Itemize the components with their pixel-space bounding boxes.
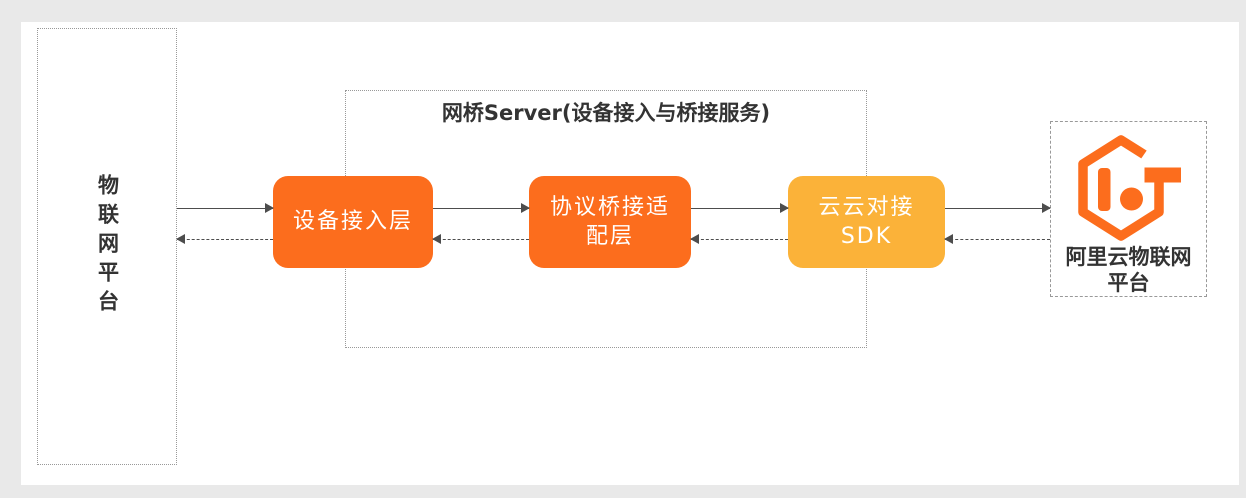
- iot-platform-label: 物联网平台: [95, 174, 120, 319]
- node-protocol-bridge-adapter-layer: 协议桥接适 配层: [529, 176, 691, 268]
- arrow-sdk-to-adapter-dashed: [690, 234, 788, 245]
- arrow-sdk-to-aliyun-solid: [945, 203, 1051, 214]
- logo-dot: [1119, 187, 1143, 211]
- aliyun-platform-label-line2: 平台: [1107, 271, 1150, 296]
- arrow-device-access-to-adapter-solid: [433, 203, 530, 214]
- node-cloud-cloud-sdk: 云云对接 SDK: [788, 176, 945, 268]
- arrow-device-access-to-iot-dashed: [176, 234, 273, 245]
- aliyun-iot-platform-panel: 阿里云物联网 平台: [1050, 121, 1207, 297]
- logo-t-bar: [1144, 167, 1181, 183]
- aliyun-platform-label-line1: 阿里云物联网: [1065, 245, 1192, 269]
- node-device-access-layer: 设备接入层: [273, 176, 433, 268]
- arrow-aliyun-to-sdk-dashed: [944, 234, 1050, 245]
- aliyun-platform-label: 阿里云物联网 平台: [1066, 244, 1192, 296]
- node-cloud-sdk-label-line2: SDK: [840, 224, 893, 249]
- iot-platform-panel: 物联网平台: [37, 28, 177, 465]
- node-device-access-layer-label: 设备接入层: [292, 209, 413, 235]
- arrow-adapter-to-device-access-dashed: [432, 234, 529, 245]
- bridge-server-title: 网桥Server(设备接入与桥接服务): [441, 101, 771, 125]
- arrow-iot-to-device-access-solid: [177, 203, 274, 214]
- node-protocol-adapter-label-line1: 协议桥接适: [549, 194, 670, 220]
- node-protocol-adapter-label-line2: 配层: [585, 224, 634, 249]
- arrow-adapter-to-sdk-solid: [691, 203, 789, 214]
- logo-i-bar: [1097, 168, 1110, 211]
- node-cloud-sdk-label-line1: 云云对接: [818, 194, 915, 220]
- aliyun-iot-logo-icon: [1077, 135, 1181, 241]
- logo-hexagon-gap: [1140, 147, 1172, 175]
